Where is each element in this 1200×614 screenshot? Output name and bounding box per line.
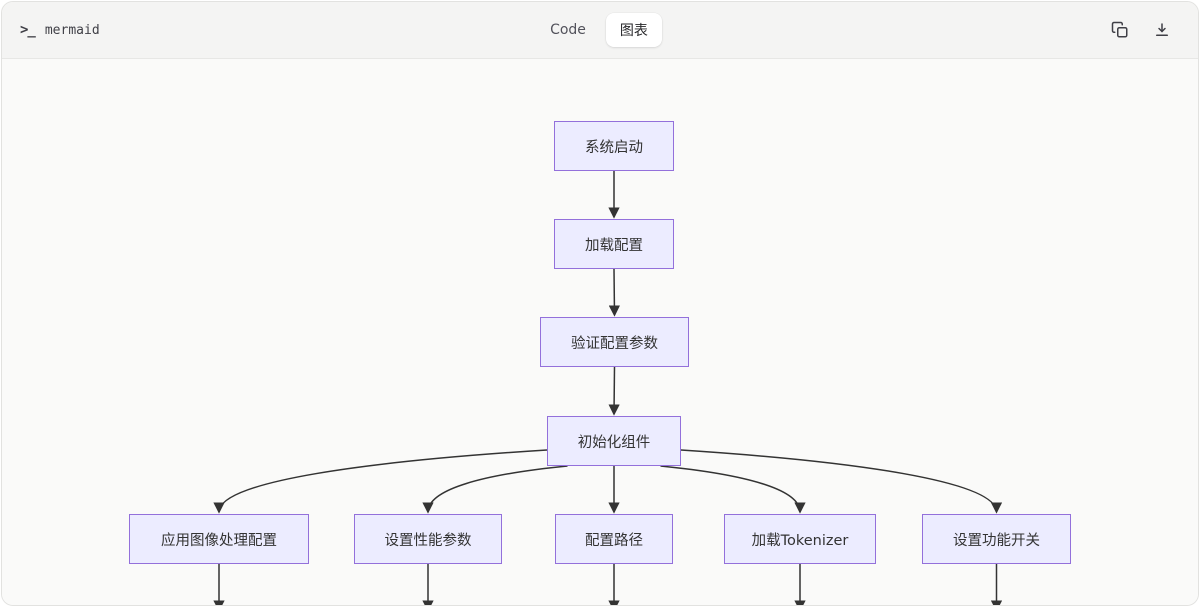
copy-button[interactable] — [1104, 14, 1136, 46]
diagram-canvas-area: 系统启动加载配置验证配置参数初始化组件应用图像处理配置设置性能参数 配置路径 加载T… — [2, 59, 1198, 605]
flowchart-edge-D-E1 — [213, 449, 548, 514]
terminal-icon: >_ — [20, 22, 36, 38]
flowchart-node-D: 初始化组件 — [547, 416, 681, 466]
flowchart-node-E2: 设置性能参数 — [354, 514, 502, 564]
header-left: >_ mermaid — [2, 22, 536, 38]
flowchart-node-E1: 应用图像处理配置 — [129, 514, 309, 564]
flowchart-node-E3: 配置路径 — [555, 514, 673, 564]
flowchart-edge-D-E4 — [660, 465, 806, 514]
flowchart-node-A: 系统启动 — [554, 121, 674, 171]
flowchart-edge-D-E5 — [680, 449, 1003, 514]
header-bar: >_ mermaid Code 图表 — [2, 2, 1198, 59]
flowchart-edges — [213, 171, 1003, 605]
header-right — [662, 14, 1198, 46]
flowchart-node-E5: 设置功能开关 — [922, 514, 1071, 564]
view-tabs: Code 图表 — [536, 13, 662, 47]
flowchart-edge-B-C — [608, 268, 621, 317]
flowchart-edge-D-E2 — [422, 465, 568, 514]
copy-icon — [1111, 21, 1129, 39]
app-title: mermaid — [44, 22, 100, 38]
flowchart: 系统启动加载配置验证配置参数初始化组件应用图像处理配置设置性能参数 配置路径 加载T… — [2, 59, 1198, 605]
flowchart-node-C: 验证配置参数 — [540, 317, 689, 367]
flowchart-edge-C-D — [608, 366, 620, 416]
tab-code[interactable]: Code — [550, 22, 586, 38]
flowchart-node-E4: 加载Tokenizer — [724, 514, 876, 564]
download-button[interactable] — [1146, 14, 1178, 46]
flowchart-node-B: 加载配置 — [554, 219, 674, 269]
download-icon — [1153, 21, 1171, 39]
tab-diagram[interactable]: 图表 — [605, 13, 662, 47]
